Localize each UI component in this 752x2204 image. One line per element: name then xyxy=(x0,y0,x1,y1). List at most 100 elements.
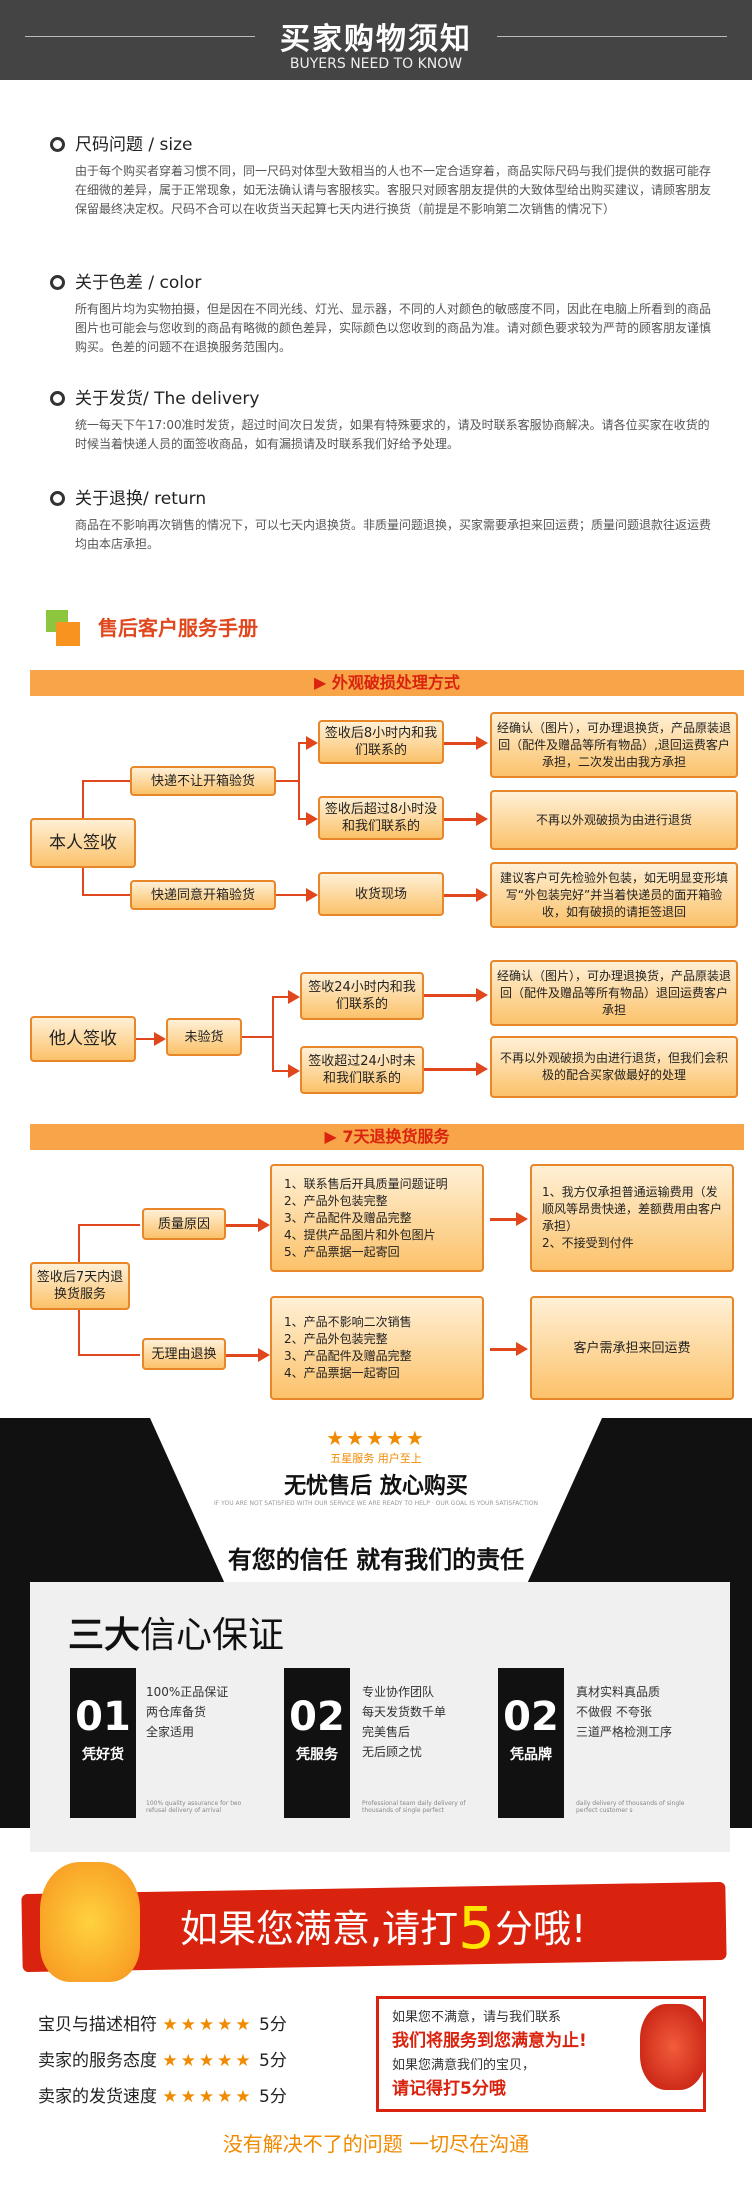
flow-result-4: 经确认（图片），可办理退换货，产品原装退回（配件及赠品等所有物品）退回运费客户承… xyxy=(490,960,738,1026)
connector xyxy=(82,780,84,818)
flow-quality-result: 1、我方仅承担普通运输费用（发顺风等昂贵快递，差额费用由客户承担） 2、不接受到… xyxy=(530,1164,734,1272)
flow-node-within-8h: 签收后8小时内和我们联系的 xyxy=(318,720,444,764)
header-banner xyxy=(0,0,752,80)
page-title: 买家购物须知 xyxy=(280,22,472,57)
connector xyxy=(82,894,130,896)
rating-row-2: 卖家的服务态度 ★★★★★ 5分 xyxy=(38,2051,287,2071)
card-num-3: 02 xyxy=(503,1694,559,1740)
flow-node-no-open: 快递不让开箱验货 xyxy=(130,766,276,796)
arrow-icon xyxy=(288,990,300,1004)
notice-title-color: 关于色差 / color xyxy=(50,268,201,293)
promo-five-star: 五星服务 用户至上 xyxy=(330,1452,422,1465)
card-num-2: 02 xyxy=(289,1694,345,1740)
flow-result-2: 不再以外观破损为由进行退货 xyxy=(490,790,738,850)
flow-result-1: 经确认（图片），可办理退换货，产品原装退回（配件及赠品等所有物品）,退回运费客户… xyxy=(490,712,738,778)
promo-trust: 有您的信任 就有我们的责任 xyxy=(227,1546,525,1574)
connector xyxy=(78,1310,80,1354)
guarantee-title: 三大信心保证 xyxy=(68,1615,285,1656)
stars-icon: ★★★★★ xyxy=(162,2087,254,2107)
connector xyxy=(82,868,84,894)
thumbs-up-icon xyxy=(40,1862,140,1982)
connector xyxy=(242,1036,272,1038)
arrow-icon xyxy=(288,1064,300,1078)
flow-node-open: 快递同意开箱验货 xyxy=(130,880,276,910)
stars-icon: ★★★★★ xyxy=(162,2051,254,2071)
connector xyxy=(444,742,478,745)
connector xyxy=(78,1354,140,1356)
promo-tiny-text: IF YOU ARE NOT SATISFIED WITH OUR SERVIC… xyxy=(214,1500,538,1507)
arrow-icon xyxy=(306,888,318,902)
card-items-3: 真材实料真品质不做假 不夸张三道严格检测工序 xyxy=(576,1685,673,1739)
arrow-icon xyxy=(476,988,488,1002)
arrow-icon xyxy=(258,1348,270,1362)
header-divider xyxy=(25,36,255,37)
connector xyxy=(298,742,300,820)
card-items-2: 专业协作团队每天发货数千单完美售后无后顾之忧 xyxy=(362,1685,447,1759)
flow-node-within-24h: 签收24小时内和我们联系的 xyxy=(300,972,424,1020)
flow-node-onsite: 收货现场 xyxy=(318,872,444,916)
arrow-icon xyxy=(516,1212,528,1226)
arrow-icon xyxy=(306,736,318,750)
card-label-1: 凭好货 xyxy=(82,1747,124,1763)
footer-slogan: 没有解决不了的问题 一切尽在沟通 xyxy=(222,2132,530,2156)
arrow-icon xyxy=(516,1342,528,1356)
page-subtitle: BUYERS NEED TO KNOW xyxy=(289,56,463,72)
circle-icon xyxy=(50,491,65,506)
circle-icon xyxy=(50,275,65,290)
flow-no-reason-list: 1、产品不影响二次销售 2、产品外包装完整 3、产品配件及赠品完整 4、产品票据… xyxy=(270,1296,484,1400)
connector xyxy=(136,1038,156,1040)
arrow-icon xyxy=(306,812,318,826)
flow-node-over-8h: 签收后超过8小时没和我们联系的 xyxy=(318,796,444,840)
connector xyxy=(276,894,308,896)
arrow-icon xyxy=(476,1062,488,1076)
connector xyxy=(490,1218,518,1221)
notice-body-return: 商品在不影响再次销售的情况下，可以七天内退换货。非质量问题退换，买家需要承担来回… xyxy=(75,518,712,551)
notice-body-size: 由于每个购买者穿着习惯不同，同一尺码对体型大致相当的人也不一定合适穿着，商品实际… xyxy=(75,164,712,216)
flow-node-over-24h: 签收超过24小时未和我们联系的 xyxy=(300,1046,424,1094)
section-bar-damage: ▶ 外观破损处理方式 xyxy=(30,670,744,696)
connector xyxy=(444,818,478,821)
flow-result-5: 不再以外观破损为由进行退货，但我们会积极的配合买家做最好的处理 xyxy=(490,1036,738,1098)
note-line-3: 如果您满意我们的宝贝， xyxy=(392,2058,536,2073)
flow-node-no-reason: 无理由退换 xyxy=(142,1338,226,1370)
flow-node-7day: 签收后7天内退换货服务 xyxy=(30,1262,130,1310)
flow-node-quality: 质量原因 xyxy=(142,1208,226,1240)
notice-title-size: 尺码问题 / size xyxy=(50,130,193,155)
flow-node-other-sign: 他人签收 xyxy=(30,1016,136,1062)
notice-body-color: 所有图片均为实物拍摄，但是因在不同光线、灯光、显示器，不同的人对颜色的敏感度不同… xyxy=(75,302,712,354)
connector xyxy=(226,1224,260,1227)
connector xyxy=(272,996,290,998)
card-badge-1 xyxy=(70,1668,136,1818)
connector xyxy=(78,1224,140,1226)
connector xyxy=(444,894,478,897)
connector xyxy=(276,780,298,782)
five-stars: ★★★★★ xyxy=(326,1426,426,1450)
notice-title-delivery: 关于发货/ The delivery xyxy=(50,384,259,409)
note-line-2: 我们将服务到您满意为止! xyxy=(392,2031,587,2051)
arrow-icon xyxy=(476,812,488,826)
flow-node-self-sign: 本人签收 xyxy=(30,818,136,868)
stars-icon: ★★★★★ xyxy=(162,2015,254,2035)
connector xyxy=(298,742,308,744)
promo-slogan: 无忧售后 放心购买 xyxy=(284,1474,468,1499)
spacer xyxy=(0,1540,752,1580)
flow-node-unchecked: 未验货 xyxy=(166,1018,242,1056)
connector xyxy=(424,994,478,997)
note-line-4: 请记得打5分哦 xyxy=(392,2079,506,2099)
card-badge-3 xyxy=(498,1668,564,1818)
connector xyxy=(490,1348,518,1351)
rating-row-3: 卖家的发货速度 ★★★★★ 5分 xyxy=(38,2087,287,2107)
card-badge-2 xyxy=(284,1668,350,1818)
section-bar-7day: ▶ 7天退换货服务 xyxy=(30,1124,744,1150)
arrow-icon xyxy=(476,736,488,750)
flow-quality-list: 1、联系售后开具质量问题证明 2、产品外包装完整 3、产品配件及赠品完整 4、提… xyxy=(270,1164,484,1272)
card-label-2: 凭服务 xyxy=(296,1747,338,1763)
arrow-icon xyxy=(154,1032,166,1046)
arrow-icon xyxy=(476,888,488,902)
thumbs-up-icon xyxy=(640,2004,706,2090)
card-num-1: 01 xyxy=(75,1694,131,1740)
card-items-1: 100%正品保证两仓库备货全家适用 xyxy=(146,1685,229,1739)
card-en-2: Professional team daily delivery of thou… xyxy=(362,1800,466,1814)
service-title: 售后客户服务手册 xyxy=(98,616,258,640)
flow-no-reason-result: 客户需承担来回运费 xyxy=(530,1296,734,1400)
